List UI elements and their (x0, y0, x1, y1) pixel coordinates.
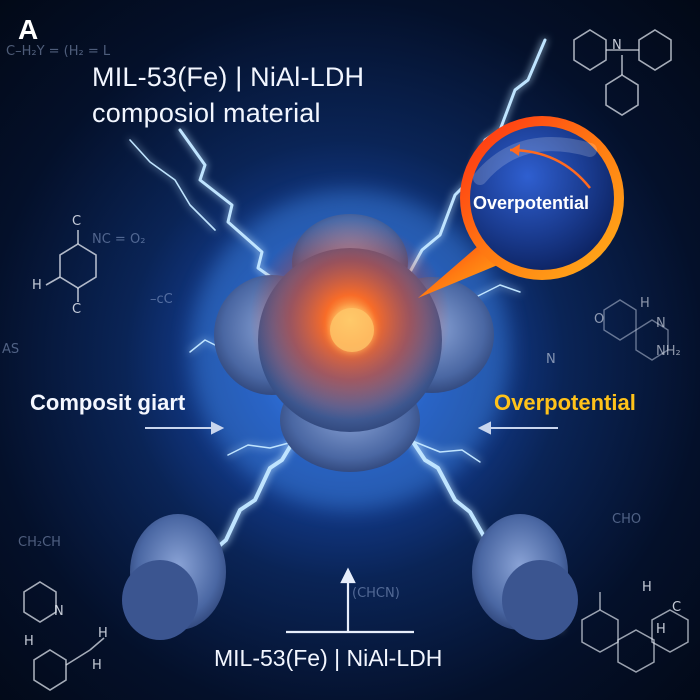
callout-disc-highlight (473, 137, 597, 185)
formula-15: H (92, 658, 102, 673)
formula-19: H (640, 296, 650, 311)
title-line-1: MIL-53(Fe) | NiAl-LDH (92, 62, 365, 92)
lightning-spark-left (227, 439, 301, 456)
chem-structure-left (45, 230, 97, 302)
formula-5: CH₂CH (18, 535, 61, 550)
arrow-left-icon (145, 421, 225, 435)
formula-3: –cC (150, 292, 173, 307)
formula-1: C–H₂Y = (H₂ = L (6, 44, 111, 59)
particle-core-highlight (330, 308, 374, 352)
particle-cluster-bottom-left (122, 514, 226, 640)
chem-structure-bottom-left (23, 581, 105, 691)
formula-9: H (32, 278, 42, 293)
panel-label: A (18, 14, 39, 45)
formula-14: N (612, 38, 622, 53)
formula-18: N (656, 316, 666, 331)
formula-4: AS (2, 342, 20, 357)
title-line-2: composiol material (92, 98, 321, 128)
callout-label: Overpotential (473, 193, 590, 213)
formula-12: N (54, 604, 64, 619)
lightning-spark-right (409, 439, 481, 463)
right-label: Overpotential (494, 390, 636, 415)
formula-11: H (24, 634, 34, 649)
lightning-bolt-top-left-branch (129, 139, 216, 231)
formula-22: H (656, 622, 666, 637)
left-label: Composit giart (30, 390, 186, 415)
composite-particle (214, 214, 494, 472)
formula-21: N (546, 352, 556, 367)
chem-structure-top-right (573, 29, 672, 116)
formula-8: C (72, 214, 82, 229)
lightning-bolt-top-left (178, 128, 294, 294)
curved-arrow-icon (509, 148, 591, 189)
formula-16: H (642, 580, 652, 595)
formula-20: NH₂ (656, 344, 681, 359)
lightning-spark-mid-right (469, 284, 521, 301)
chem-structure-bottom-right (581, 592, 689, 673)
formula-17: O (594, 312, 605, 327)
formula-10: C (72, 302, 82, 317)
formula-2: NC = O₂ (92, 232, 146, 247)
overpotential-callout (418, 116, 624, 298)
callout-disc (470, 126, 614, 270)
arrow-up-icon (286, 567, 414, 634)
formula-7: CHO (612, 512, 642, 527)
particle-cluster-bottom-right (472, 514, 578, 640)
arrow-right-icon (477, 421, 558, 435)
formula-23: C (672, 600, 682, 615)
chem-structure-mid-right (603, 299, 669, 361)
formula-6: (CHCN) (352, 586, 400, 601)
formula-13: H (98, 626, 108, 641)
bottom-label: MIL-53(Fe) | NiAl-LDH (214, 645, 443, 671)
